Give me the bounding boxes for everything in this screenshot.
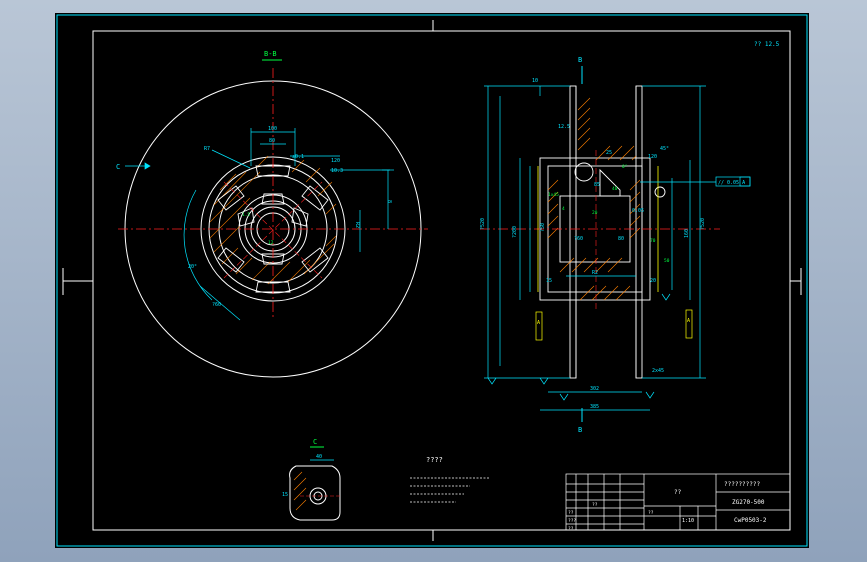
svg-text:45°: 45°: [660, 146, 669, 152]
svg-text:?60: ?60: [212, 302, 221, 308]
roughness-corner: ?? 12.5: [754, 41, 780, 48]
svg-text:4: 4: [562, 206, 565, 212]
title-block: [565, 473, 791, 531]
svg-text:12: 12: [268, 240, 274, 246]
svg-text:A: A: [687, 318, 690, 324]
svg-text:120: 120: [331, 158, 340, 164]
svg-text:?200: ?200: [512, 226, 518, 238]
svg-text:15: 15: [546, 278, 552, 284]
svg-text:?60: ?60: [574, 236, 583, 242]
outer-frame: [56, 14, 808, 547]
section-label: B-B: [264, 50, 277, 58]
svg-text:R7: R7: [204, 146, 210, 152]
svg-text:R2: R2: [354, 222, 360, 228]
svg-text:1x45: 1x45: [548, 192, 559, 198]
technical-notes: ????: [410, 456, 490, 503]
title-block-drawing-no: CwP0503-2: [734, 517, 767, 524]
cut-label-bottom: B: [578, 426, 582, 434]
svg-text:0°: 0°: [622, 164, 628, 170]
svg-text:20°: 20°: [188, 264, 197, 270]
svg-text:80: 80: [618, 236, 624, 242]
svg-text:±0.1: ±0.1: [292, 154, 304, 160]
svg-text:120: 120: [648, 154, 657, 160]
detail-label: C: [313, 438, 317, 446]
svg-text:?520: ?520: [700, 218, 706, 230]
view-arrow-label: C: [116, 163, 120, 171]
svg-text:40: 40: [612, 186, 618, 192]
svg-text:?520: ?520: [480, 218, 486, 230]
svg-text:25: 25: [606, 150, 612, 156]
svg-text:15: 15: [282, 492, 288, 498]
canvas-background: [55, 13, 809, 548]
svg-text:20: 20: [650, 278, 656, 284]
svg-text:8: 8: [386, 200, 392, 203]
svg-text:160: 160: [684, 229, 690, 238]
svg-text:??: ??: [648, 510, 654, 516]
svg-text:70: 70: [650, 238, 656, 244]
svg-text:0.05: 0.05: [632, 208, 644, 214]
detail-view-c: C 40 15: [282, 438, 341, 521]
svg-text:?50: ?50: [540, 223, 546, 232]
svg-text:20: 20: [592, 210, 598, 216]
svg-text:10.3: 10.3: [331, 168, 343, 174]
section-view-b-b: B-B: [116, 50, 428, 378]
svg-text:100: 100: [268, 126, 277, 132]
front-section-view: B B: [480, 56, 751, 434]
title-block-material: ??: [674, 489, 682, 496]
notes-title: ????: [426, 456, 443, 464]
svg-text:80: 80: [269, 138, 275, 144]
svg-text:??: ??: [568, 526, 574, 532]
svg-text:10: 10: [532, 78, 538, 84]
title-block-scale: 1:10: [682, 518, 694, 524]
svg-text:2x45: 2x45: [652, 368, 664, 374]
svg-text:50: 50: [664, 258, 670, 264]
svg-text:40: 40: [316, 454, 322, 460]
svg-text:??: ??: [568, 510, 574, 516]
cut-label-top: B: [578, 56, 582, 64]
tolerance-frame: // 0.05 A: [718, 180, 745, 186]
svg-text:85: 85: [594, 182, 600, 188]
svg-text:302: 302: [590, 386, 599, 392]
title-block-code: ZG270-500: [732, 499, 765, 506]
svg-text:385: 385: [590, 404, 599, 410]
svg-text:???: ???: [568, 518, 576, 524]
svg-text:R2: R2: [592, 270, 598, 276]
svg-text:1.5: 1.5: [242, 212, 250, 218]
title-block-name: ??????????: [724, 481, 761, 488]
svg-text:A: A: [537, 320, 540, 326]
svg-text:12.5: 12.5: [558, 124, 570, 130]
svg-text:??: ??: [592, 502, 598, 508]
